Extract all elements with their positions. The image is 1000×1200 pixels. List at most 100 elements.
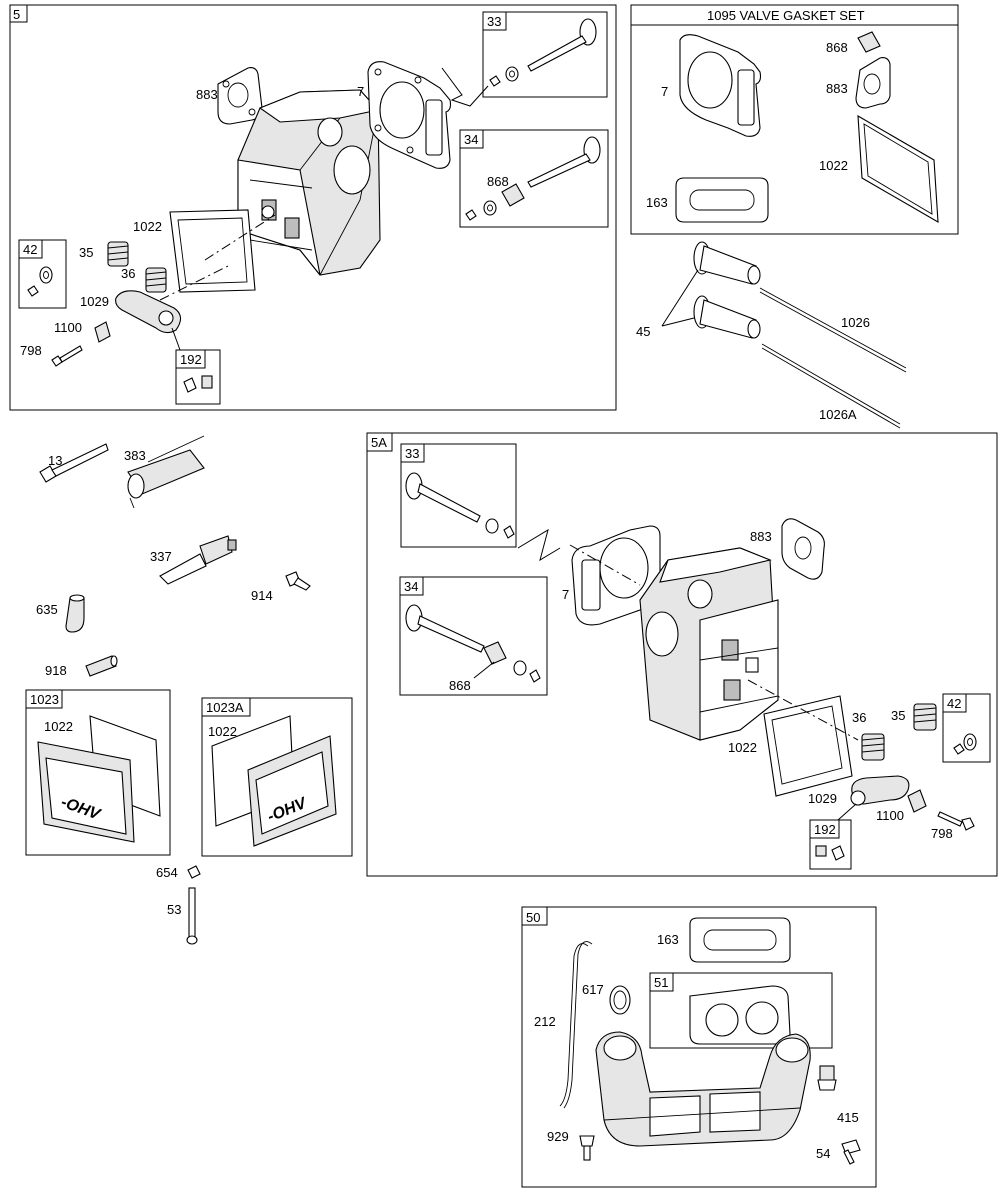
subassembly-33-valve-5a: 33 — [400, 443, 517, 548]
valve-cover-gasket-1022-5a — [763, 695, 853, 797]
stud-53 — [186, 887, 198, 945]
gasket-set-title: 1095 VALVE GASKET SET — [707, 8, 865, 23]
gasket-set-seal-868 — [857, 31, 881, 53]
spring-35-5a — [913, 703, 937, 731]
label-914: 914 — [251, 588, 273, 603]
gasket-set-163 — [675, 177, 769, 223]
spring-36 — [145, 267, 167, 293]
section-5a-id: 5A — [371, 435, 387, 450]
label-7-5a: 7 — [562, 587, 569, 602]
label-13: 13 — [48, 453, 62, 468]
subassembly-192: 192 — [175, 349, 221, 405]
cylinder-head — [237, 89, 381, 276]
section-5-id: 5 — [13, 7, 20, 22]
section-5-cylinder-head: 5 883 7 — [9, 4, 617, 411]
push-rod-guide-1100-5a — [907, 789, 927, 813]
screw-929 — [579, 1135, 595, 1161]
screw-914 — [285, 571, 311, 591]
subassembly-42: 42 — [18, 239, 67, 309]
section-1023a-valve-cover: 1023A -OHV 1022 — [201, 697, 353, 857]
screw-54 — [841, 1139, 861, 1165]
gasket-set-883 — [855, 57, 891, 109]
label-337: 337 — [150, 549, 172, 564]
label-1029-top: 1029 — [80, 294, 109, 309]
gasket-883 — [217, 67, 263, 125]
sub-192-id-5a: 192 — [814, 822, 836, 837]
label-868-5a: 868 — [449, 678, 471, 693]
label-45: 45 — [636, 324, 650, 339]
subassembly-192-5a: 192 — [809, 819, 852, 870]
label-1026a: 1026A — [819, 407, 857, 422]
label-163-set: 163 — [646, 195, 668, 210]
label-1026: 1026 — [841, 315, 870, 330]
label-798-top: 798 — [20, 343, 42, 358]
tube-918 — [85, 655, 118, 677]
section-50-manifold: 50 163 617 51 212 — [521, 906, 877, 1188]
subassembly-51-adapter: 51 — [649, 972, 833, 1049]
breather-tube-383 — [127, 435, 205, 509]
section-50-id: 50 — [526, 910, 540, 925]
fitting-415 — [817, 1065, 837, 1091]
section-1023-valve-cover: 1023 -OHV 1022 — [25, 689, 171, 856]
sub-34-id-5a: 34 — [404, 579, 418, 594]
label-35-5a: 35 — [891, 708, 905, 723]
label-1022-top: 1022 — [133, 219, 162, 234]
gasket-883-5a — [781, 518, 825, 580]
push-rod-guide-1100 — [94, 321, 111, 343]
label-7-set: 7 — [661, 84, 668, 99]
spark-plug-337 — [159, 535, 237, 585]
label-35-top: 35 — [79, 245, 93, 260]
elbow-fitting-635 — [65, 594, 85, 633]
label-36-5a: 36 — [852, 710, 866, 725]
label-1100-5a: 1100 — [876, 808, 904, 823]
label-36-top: 36 — [121, 266, 135, 281]
label-1029-5a: 1029 — [808, 791, 837, 806]
sub-51-id: 51 — [654, 975, 668, 990]
subassembly-34-valve: 34 — [459, 129, 609, 228]
tube-212 — [559, 941, 593, 1109]
label-7: 7 — [357, 84, 364, 99]
label-868-top: 868 — [487, 174, 509, 189]
label-883-set: 883 — [826, 81, 848, 96]
sub-34-id: 34 — [464, 132, 478, 147]
label-53: 53 — [167, 902, 181, 917]
bolt-798 — [51, 345, 83, 367]
label-415: 415 — [837, 1110, 859, 1125]
gasket-set-1022 — [857, 115, 939, 223]
label-868-set: 868 — [826, 40, 848, 55]
label-1022-set: 1022 — [819, 158, 848, 173]
gasket-163-50 — [689, 917, 791, 963]
label-1100-top: 1100 — [54, 320, 82, 335]
valve-cover-gasket-1022 — [169, 209, 256, 293]
label-883: 883 — [196, 87, 218, 102]
section-1023-id: 1023 — [30, 692, 59, 707]
spring-36-5a — [861, 733, 885, 761]
label-883-5a: 883 — [750, 529, 772, 544]
bolt-798-5a — [937, 811, 975, 831]
gasket-set-head-gasket-7 — [679, 34, 762, 137]
label-1022-cover: 1022 — [44, 719, 73, 734]
label-918: 918 — [45, 663, 67, 678]
label-635: 635 — [36, 602, 58, 617]
label-929: 929 — [547, 1129, 569, 1144]
head-gasket-7 — [367, 61, 452, 169]
exhaust-manifold — [595, 1031, 811, 1147]
label-163-50: 163 — [657, 932, 679, 947]
valve-lifters-45 — [661, 241, 761, 339]
label-1022-cover-a: 1022 — [208, 724, 237, 739]
label-212: 212 — [534, 1014, 556, 1029]
rocker-arm-1029-5a — [850, 775, 910, 806]
section-1023a-id: 1023A — [206, 700, 244, 715]
section-valve-gasket-set: 1095 VALVE GASKET SET 7 868 883 1022 163 — [630, 4, 959, 235]
spring-35 — [107, 241, 129, 267]
label-654: 654 — [156, 865, 178, 880]
subassembly-42-5a: 42 — [942, 693, 991, 763]
label-617: 617 — [582, 982, 604, 997]
label-798-5a: 798 — [931, 826, 953, 841]
nut-654 — [187, 865, 201, 879]
sub-33-id: 33 — [487, 14, 501, 29]
sub-192-id: 192 — [180, 352, 202, 367]
label-383: 383 — [124, 448, 146, 463]
subassembly-33-valve: 33 — [482, 11, 608, 98]
